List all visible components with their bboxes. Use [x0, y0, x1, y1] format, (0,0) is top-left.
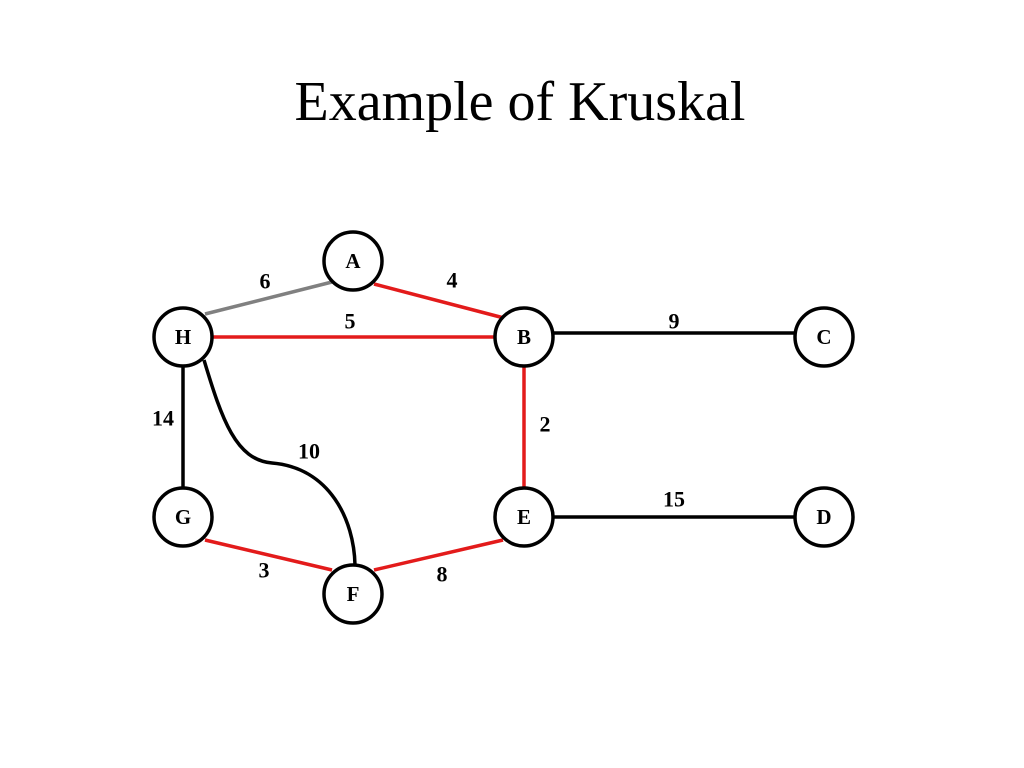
weight-label-h-b: 5: [345, 309, 356, 334]
nodes-layer: A B C D E F G H: [152, 230, 855, 625]
weight-label-b-e: 2: [540, 412, 551, 437]
node-label-g: G: [175, 505, 191, 529]
node-label-c: C: [816, 325, 831, 349]
weight-label-b-c: 9: [669, 309, 680, 334]
node-c: C: [793, 306, 855, 368]
node-label-d: D: [816, 505, 831, 529]
node-label-e: E: [517, 505, 531, 529]
node-circle-b: [493, 306, 555, 368]
node-label-b: B: [517, 325, 531, 349]
node-g: G: [152, 486, 214, 548]
edges-layer: [181, 280, 795, 572]
node-circle-d: [793, 486, 855, 548]
weights-layer: 6 4 5 9 2 14 10 15 3 8: [152, 268, 685, 587]
node-label-f: F: [347, 582, 360, 606]
node-d: D: [793, 486, 855, 548]
weight-label-h-a: 6: [260, 269, 271, 294]
weight-label-f-e: 8: [437, 562, 448, 587]
node-a: A: [322, 230, 384, 292]
weight-label-h-f: 10: [298, 439, 320, 464]
slide-title: Example of Kruskal: [294, 71, 746, 133]
node-circle-c: [793, 306, 855, 368]
weight-label-e-d: 15: [663, 487, 685, 512]
weight-label-g-f: 3: [259, 558, 270, 583]
node-circle-e: [493, 486, 555, 548]
node-circle-h: [152, 306, 214, 368]
weight-label-h-g: 14: [152, 406, 174, 431]
node-label-h: H: [175, 325, 191, 349]
node-circle-a: [322, 230, 384, 292]
node-h: H: [152, 306, 214, 368]
edge-h-a: [204, 280, 333, 316]
edge-a-b: [373, 282, 505, 320]
node-label-a: A: [345, 249, 361, 273]
edge-h-f: [202, 359, 357, 566]
node-b: B: [493, 306, 555, 368]
node-circle-f: [322, 563, 384, 625]
weight-label-a-b: 4: [447, 268, 458, 293]
node-circle-g: [152, 486, 214, 548]
node-e: E: [493, 486, 555, 548]
edge-g-f: [204, 538, 333, 572]
node-f: F: [322, 563, 384, 625]
edge-f-e: [373, 538, 504, 572]
